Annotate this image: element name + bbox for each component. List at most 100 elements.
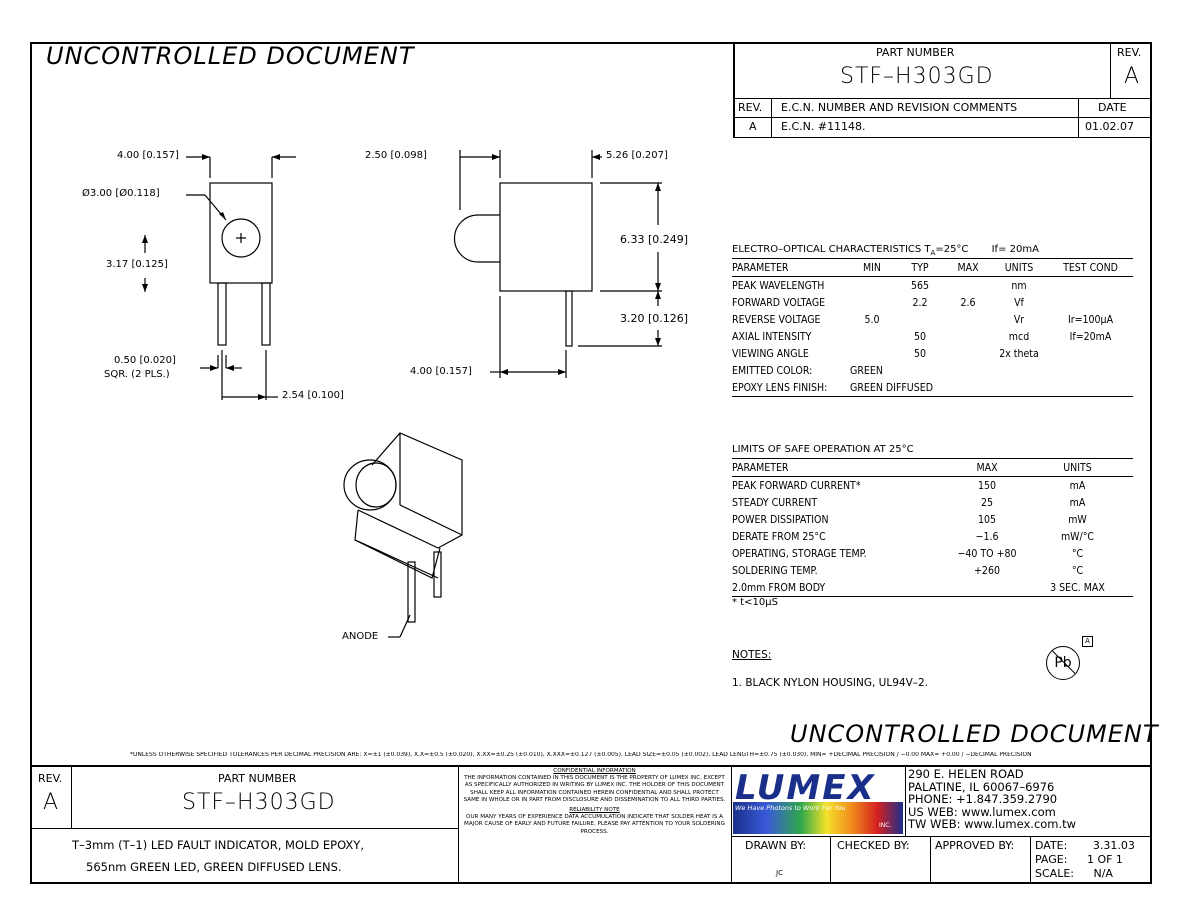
rev-a-badge: A [1082, 636, 1093, 647]
table-cell: mW [1068, 513, 1087, 526]
address-block: 290 E. HELEN ROAD PALATINE, IL 60067–697… [908, 768, 1076, 831]
anode-label: ANODE [342, 631, 379, 642]
table-cell [894, 311, 946, 328]
eo-title-sub: A [930, 249, 936, 257]
rev-table-cell-comment: E.C.N. #11148. [781, 120, 866, 133]
table-cell: 2.0mm FROM BODY [732, 579, 912, 597]
emitted-color-value: GREEN [850, 364, 883, 377]
eo-h-max: MAX [946, 259, 990, 277]
eo-h-units: UNITS [990, 259, 1048, 277]
table-cell: 5.0 [864, 313, 880, 326]
table-cell [850, 277, 894, 295]
approved-by-label: APPROVED BY: [935, 839, 1015, 852]
lens-finish-value: GREEN DIFFUSED [850, 379, 1133, 397]
reliability-text: OUR MANY YEARS OF EXPERIENCE DATA ACCUMU… [464, 814, 725, 835]
table-cell: 2x theta [999, 347, 1039, 360]
rev-table-header-comments: E.C.N. NUMBER AND REVISION COMMENTS [781, 101, 1018, 114]
dim-body-height: 6.33 [0.249] [620, 233, 689, 246]
drawing-sheet [30, 42, 1152, 884]
address-line: TW WEB: www.lumex.com.tw [908, 817, 1077, 831]
table-cell: PEAK FORWARD CURRENT* [732, 479, 861, 492]
part-number: STF–H303GD [840, 64, 994, 89]
mechanical-drawing [142, 150, 662, 638]
table-cell: 105 [977, 513, 997, 526]
table-row: OPERATING, STORAGE TEMP.−40 TO +80°C [732, 545, 1133, 562]
table-cell: REVERSE VOLTAGE [732, 313, 821, 326]
date-label: DATE: [1035, 839, 1068, 852]
emitted-color-label: EMITTED COLOR: [732, 364, 813, 377]
scale-value: N/A [1093, 867, 1113, 880]
table-cell: AXIAL INTENSITY [732, 330, 812, 343]
dim-lens-height: 3.17 [0.125] [106, 259, 168, 270]
logo-wordmark: LUMEX [735, 768, 876, 808]
table-cell: VIEWING ANGLE [732, 347, 809, 360]
rev-badge-text: A [1085, 637, 1090, 645]
table-cell: 150 [977, 479, 997, 492]
part-number-label: PART NUMBER [876, 46, 955, 59]
limits-footnote: * t<10µS [732, 597, 778, 608]
lumex-logo: LUMEX We Have Photons to Work For You IN… [733, 768, 903, 834]
dim-lead-length: 3.20 [0.126] [620, 312, 689, 325]
table-cell: mcd [1008, 330, 1030, 343]
address-line: 290 E. HELEN ROAD [908, 767, 1024, 781]
table-cell: nm [1011, 279, 1027, 292]
dim-lead-pitch: 2.54 [0.100] [282, 390, 344, 401]
table-cell: mA [1069, 479, 1086, 492]
notes-item: 1. BLACK NYLON HOUSING, UL94V–2. [732, 677, 929, 689]
watermark-bottom: UNCONTROLLED DOCUMENT [790, 720, 1159, 748]
dim-lens-protrusion: 2.50 [0.098] [365, 150, 427, 161]
limits-header-row: PARAMETER MAX UNITS [732, 459, 1133, 477]
table-cell: DERATE FROM 25°C [732, 530, 826, 543]
rev-label: REV. [1117, 46, 1142, 59]
limits-h-param: PARAMETER [732, 459, 912, 477]
confidential-block: CONFIDENTIAL INFORMATION THE INFORMATION… [462, 768, 727, 836]
table-cell: 50 [913, 347, 927, 360]
scale-label: SCALE: [1035, 867, 1074, 880]
bottom-rev-value: A [43, 790, 59, 815]
table-cell: −1.6 [975, 530, 999, 543]
table-cell [1048, 345, 1133, 362]
drawn-by-value: JC [776, 869, 783, 877]
limits-title: LIMITS OF SAFE OPERATION AT 25°C [732, 444, 914, 455]
table-cell: °C [1071, 547, 1084, 560]
table-row: SOLDERING TEMP.+260°C [732, 562, 1133, 579]
page-label: PAGE: [1035, 853, 1068, 866]
table-cell: Vr [1013, 313, 1025, 326]
table-cell [850, 294, 894, 311]
bottom-part-number-label: PART NUMBER [218, 772, 297, 785]
table-cell [1048, 294, 1133, 311]
confidential-title: CONFIDENTIAL INFORMATION [553, 768, 636, 774]
table-cell: 50 [913, 330, 927, 343]
table-cell: 25 [980, 496, 994, 509]
limits-h-units: UNITS [1022, 459, 1133, 477]
table-row: EMITTED COLOR: GREEN [732, 362, 1133, 379]
electro-optical-table: PARAMETER MIN TYP MAX UNITS TEST COND PE… [732, 259, 1133, 397]
table-cell: −40 TO +80 [957, 547, 1017, 560]
dim-lead-size: 0.50 [0.020] [114, 355, 176, 366]
address-line: US WEB: www.lumex.com [908, 804, 1056, 819]
limits-h-max: MAX [912, 459, 1022, 477]
table-row: VIEWING ANGLE 50 2x theta [732, 345, 1133, 362]
address-line: PALATINE, IL 60067–6976 [908, 779, 1055, 794]
eo-h-min: MIN [850, 259, 894, 277]
table-cell: 2.6 [960, 296, 976, 309]
eo-h-test: TEST COND [1048, 259, 1133, 277]
bottom-rev-label: REV. [38, 772, 63, 785]
table-cell [850, 345, 894, 362]
table-cell: PEAK WAVELENGTH [732, 279, 825, 292]
rev-table-header-date: DATE [1098, 101, 1127, 114]
tolerance-note: *UNLESS OTHERWISE SPECIFIED TOLERANCES P… [130, 752, 1032, 758]
address-line: PHONE: +1.847.359.2790 [908, 792, 1058, 806]
table-cell [1048, 277, 1133, 295]
table-cell [912, 579, 1022, 597]
description-line-1: T–3mm (T–1) LED FAULT INDICATOR, MOLD EP… [72, 838, 364, 852]
table-cell: Ir=100µA [1067, 313, 1114, 326]
logo-inc: INC. [879, 822, 892, 829]
logo-tagline: We Have Photons to Work For You [735, 804, 846, 812]
table-cell: mW/°C [1060, 530, 1095, 543]
